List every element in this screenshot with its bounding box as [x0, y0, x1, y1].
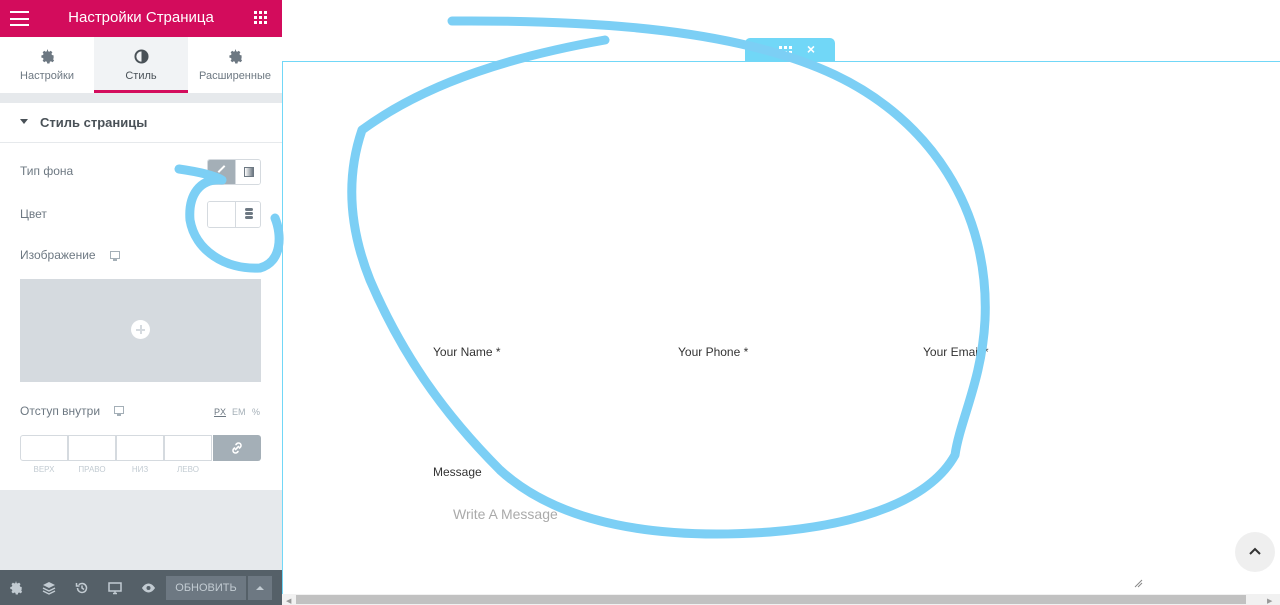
section-title: Стиль страницы: [40, 115, 148, 130]
image-label: Изображение: [20, 248, 96, 262]
eye-icon: [142, 583, 155, 593]
color-picker[interactable]: [207, 201, 261, 228]
background-type-control[interactable]: [207, 159, 261, 185]
responsive-mode-button[interactable]: [99, 570, 132, 605]
gear-icon: [0, 49, 94, 65]
monitor-icon: [108, 582, 122, 595]
database-icon[interactable]: [235, 202, 260, 227]
panel-tabs: Настройки Стиль Расширенные: [0, 37, 282, 93]
dim-label-top: ВЕРХ: [33, 465, 55, 474]
history-button[interactable]: [66, 570, 99, 605]
gradient-icon[interactable]: [235, 160, 260, 184]
active-tab-indicator: [94, 90, 188, 93]
link-icon: [232, 442, 242, 454]
unit-em[interactable]: EM: [232, 407, 246, 417]
menu-icon[interactable]: [10, 11, 29, 26]
panel-footer: ОБНОВИТЬ: [0, 570, 282, 605]
gear-icon: [10, 581, 23, 595]
tab-label: Стиль: [125, 70, 157, 82]
unit-percent[interactable]: %: [252, 407, 261, 417]
plus-icon[interactable]: [131, 320, 150, 339]
color-label: Цвет: [20, 207, 47, 221]
background-type-label: Тип фона: [20, 164, 74, 178]
panel-title: Настройки Страница: [68, 9, 214, 26]
section-header-page-style[interactable]: Стиль страницы: [0, 103, 282, 143]
half-circle-icon: [94, 49, 188, 65]
caret-down-icon: [20, 119, 28, 124]
dim-label-right: ПРАВО: [78, 465, 106, 474]
section-handle: + ×: [745, 38, 835, 61]
padding-top-input[interactable]: [20, 435, 68, 461]
section-gap: [0, 93, 282, 103]
name-field-label: Your Name *: [433, 345, 501, 359]
panel-header: Настройки Страница: [0, 0, 282, 37]
image-picker[interactable]: [20, 279, 261, 382]
navigator-button[interactable]: [33, 570, 66, 605]
link-values-button[interactable]: [213, 435, 261, 461]
settings-button[interactable]: [0, 570, 33, 605]
add-section-icon[interactable]: +: [757, 41, 767, 57]
editor-panel: Настройки Страница Настройки Стиль: [0, 0, 282, 605]
padding-left-input[interactable]: [164, 435, 212, 461]
close-icon[interactable]: ×: [806, 41, 816, 57]
resize-grip-icon[interactable]: [1133, 578, 1143, 588]
tab-style[interactable]: Стиль: [94, 37, 188, 93]
padding-bottom-input[interactable]: [116, 435, 164, 461]
scrollbar-thumb[interactable]: [296, 595, 1246, 604]
brush-icon[interactable]: [208, 160, 235, 184]
scroll-left-arrow[interactable]: ◀: [286, 598, 292, 605]
padding-label: Отступ внутри: [20, 404, 101, 418]
padding-right-input[interactable]: [68, 435, 116, 461]
padding-inputs: [20, 435, 261, 461]
history-icon: [75, 582, 88, 594]
chevron-up-icon: [1249, 547, 1261, 555]
message-textarea[interactable]: [433, 490, 1143, 590]
unit-px[interactable]: PX: [214, 407, 227, 417]
drag-handle-icon[interactable]: [777, 40, 795, 58]
scroll-to-top-button[interactable]: [1235, 532, 1275, 572]
preview-button[interactable]: [132, 570, 165, 605]
message-field-label: Message: [433, 465, 482, 479]
monitor-icon[interactable]: [114, 406, 124, 416]
phone-field-label: Your Phone *: [678, 345, 749, 359]
dim-label-left: ЛЕВО: [177, 465, 199, 474]
color-swatch[interactable]: [208, 202, 235, 227]
style-controls: Стиль страницы Тип фона Цвет Изображение…: [0, 103, 282, 490]
tab-label: Настройки: [20, 70, 74, 82]
widgets-grid-icon[interactable]: [254, 11, 268, 25]
tab-settings[interactable]: Настройки: [0, 37, 94, 93]
scroll-right-arrow[interactable]: ▶: [1267, 598, 1273, 605]
tab-advanced[interactable]: Расширенные: [188, 37, 282, 93]
monitor-icon[interactable]: [110, 251, 120, 261]
update-button[interactable]: ОБНОВИТЬ: [166, 576, 246, 600]
tab-label: Расширенные: [199, 70, 271, 82]
gear-icon: [188, 49, 282, 65]
save-options-button[interactable]: [248, 576, 272, 600]
dim-label-bottom: НИЗ: [131, 465, 149, 474]
email-field-label: Your Email *: [923, 345, 989, 359]
layers-icon: [42, 582, 56, 595]
horizontal-scrollbar[interactable]: ◀ ▶: [282, 594, 1280, 605]
editor-canvas: + × Your Name * Your Phone * Your Email …: [282, 0, 1280, 605]
